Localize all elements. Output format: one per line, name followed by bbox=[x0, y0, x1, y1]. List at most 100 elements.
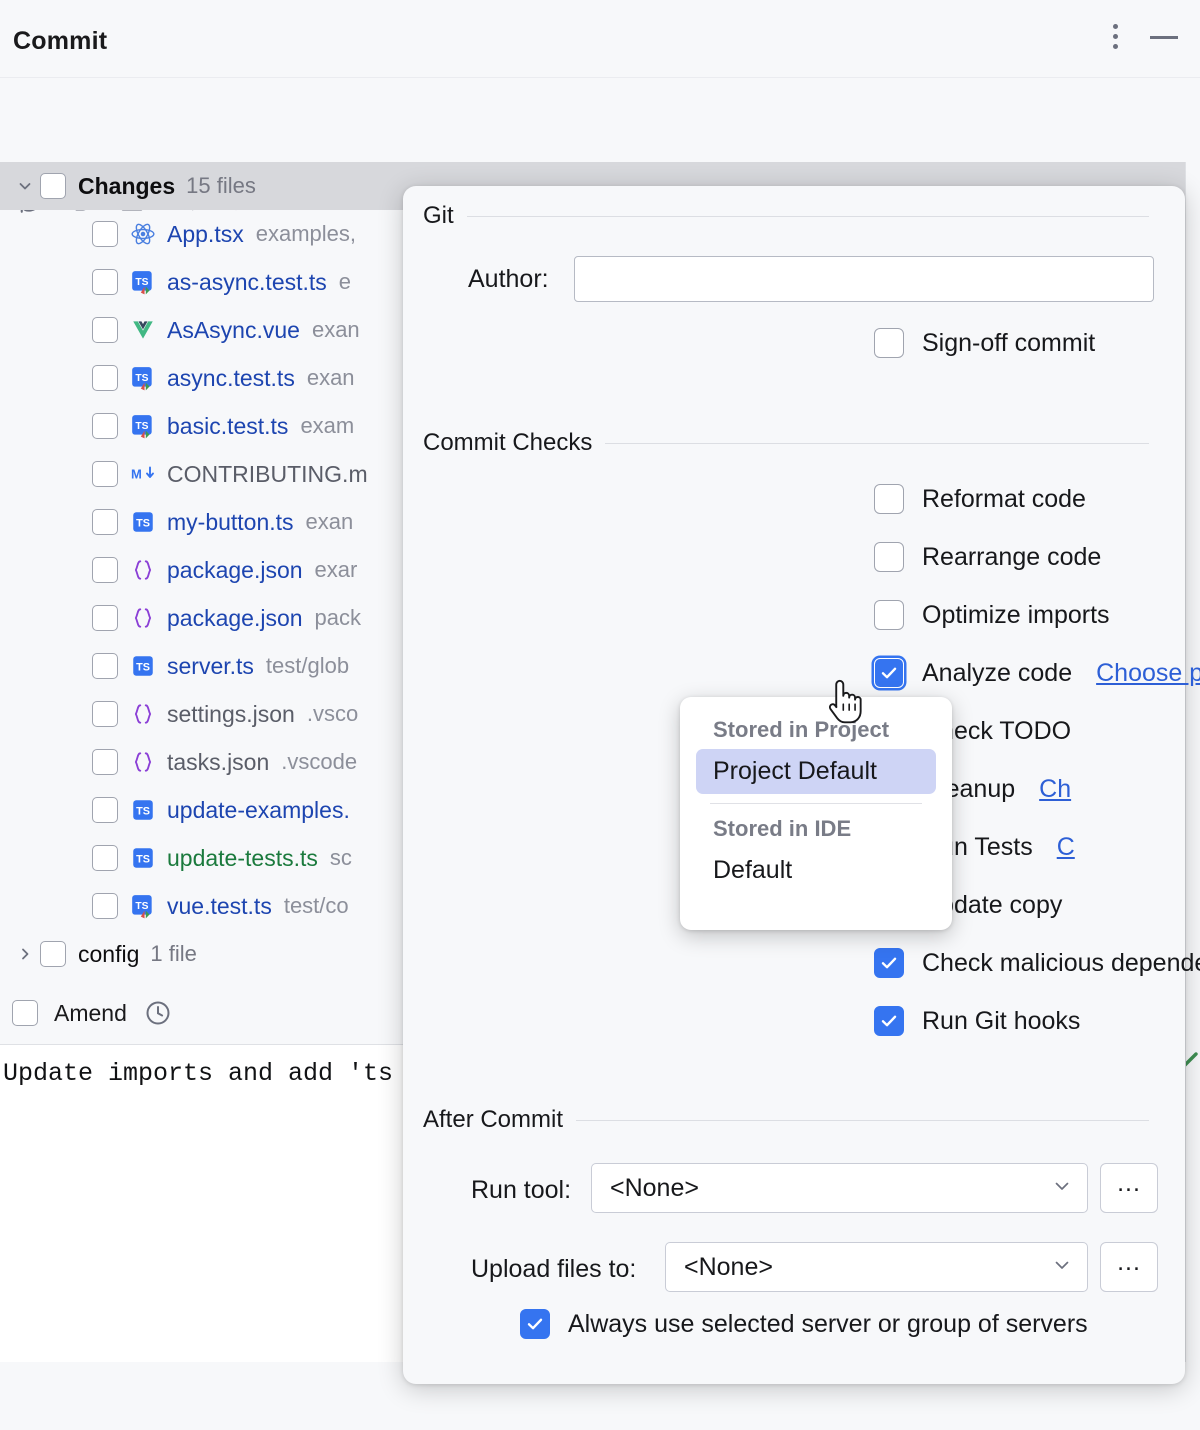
section-divider bbox=[466, 215, 1149, 217]
file-checkbox[interactable] bbox=[92, 461, 118, 487]
amend-checkbox[interactable] bbox=[12, 1000, 38, 1026]
upload-files-value: <None> bbox=[684, 1252, 773, 1281]
file-checkbox[interactable] bbox=[92, 221, 118, 247]
always-use-server-checkbox[interactable] bbox=[520, 1309, 550, 1339]
upload-files-browse-button[interactable]: ... bbox=[1100, 1242, 1158, 1292]
popup-separator bbox=[710, 803, 922, 804]
page-title: Commit bbox=[13, 27, 108, 55]
file-name: settings.json bbox=[167, 700, 295, 727]
list-item[interactable]: M CONTRIBUTING.m bbox=[0, 450, 1185, 498]
popup-item-project-default[interactable]: Project Default bbox=[696, 749, 936, 794]
section-divider bbox=[605, 442, 1149, 444]
file-checkbox[interactable] bbox=[92, 797, 118, 823]
run-tests-config-link[interactable]: C bbox=[1056, 832, 1075, 861]
check-malicious-dependencies-checkbox[interactable] bbox=[874, 948, 904, 978]
svg-text:TS: TS bbox=[136, 805, 150, 817]
run-git-hooks-row[interactable]: Run Git hooks bbox=[874, 1006, 1080, 1036]
reformat-code-row[interactable]: Reformat code bbox=[874, 484, 1086, 514]
panel-divider bbox=[1185, 162, 1186, 1362]
commit-message-input[interactable]: Update imports and add 'ts bbox=[3, 1059, 394, 1088]
list-item[interactable]: TS update-examples. bbox=[0, 786, 1185, 834]
list-item[interactable]: package.json pack bbox=[0, 594, 1185, 642]
json-icon bbox=[130, 557, 156, 583]
run-tool-select[interactable]: <None> bbox=[591, 1163, 1088, 1213]
file-checkbox[interactable] bbox=[92, 365, 118, 391]
svg-text:TS: TS bbox=[136, 661, 150, 673]
file-checkbox[interactable] bbox=[92, 557, 118, 583]
changes-group-label: Changes bbox=[78, 172, 176, 199]
file-checkbox[interactable] bbox=[92, 317, 118, 343]
popup-item-default[interactable]: Default bbox=[713, 856, 793, 884]
optimize-imports-checkbox[interactable] bbox=[874, 600, 904, 630]
run-tool-value: <None> bbox=[610, 1173, 699, 1202]
file-checkbox[interactable] bbox=[92, 653, 118, 679]
typescript-icon: TS bbox=[130, 509, 156, 535]
typescript-icon: TS bbox=[130, 845, 156, 871]
file-name: as-async.test.ts bbox=[167, 268, 327, 295]
rearrange-code-checkbox[interactable] bbox=[874, 542, 904, 572]
after-commit-section-title: After Commit bbox=[423, 1106, 564, 1133]
file-path: exan bbox=[311, 317, 360, 342]
amend-row: Amend bbox=[0, 988, 1185, 1038]
popup-group-header-project: Stored in Project bbox=[713, 717, 890, 742]
minimize-icon[interactable] bbox=[1150, 24, 1186, 54]
file-checkbox[interactable] bbox=[92, 893, 118, 919]
file-checkbox[interactable] bbox=[92, 749, 118, 775]
chevron-down-icon[interactable] bbox=[10, 162, 40, 210]
author-field-row: Author: bbox=[468, 256, 1154, 302]
markdown-icon: M bbox=[130, 461, 156, 487]
optimize-imports-label: Optimize imports bbox=[922, 600, 1110, 629]
run-git-hooks-checkbox[interactable] bbox=[874, 1006, 904, 1036]
sign-off-commit-checkbox[interactable] bbox=[874, 328, 904, 358]
list-item[interactable]: tasks.json .vscode bbox=[0, 738, 1185, 786]
reformat-code-checkbox[interactable] bbox=[874, 484, 904, 514]
analyze-code-checkbox[interactable] bbox=[874, 658, 904, 688]
kebab-menu-icon[interactable] bbox=[1103, 24, 1127, 54]
optimize-imports-row[interactable]: Optimize imports bbox=[874, 600, 1110, 630]
list-item[interactable]: TS server.ts test/glob bbox=[0, 642, 1185, 690]
choose-profile-link[interactable]: Choose profile bbox=[1096, 658, 1200, 687]
run-tool-browse-button[interactable]: ... bbox=[1100, 1163, 1158, 1213]
list-item[interactable]: package.json exar bbox=[0, 546, 1185, 594]
file-checkbox[interactable] bbox=[92, 269, 118, 295]
upload-files-select[interactable]: <None> bbox=[665, 1242, 1088, 1292]
list-item[interactable]: TS basic.test.ts exam bbox=[0, 402, 1185, 450]
config-group-checkbox[interactable] bbox=[40, 941, 66, 967]
config-group-label: config bbox=[78, 940, 140, 967]
run-git-hooks-label: Run Git hooks bbox=[922, 1006, 1081, 1035]
changes-group-checkbox[interactable] bbox=[40, 173, 66, 199]
author-input[interactable] bbox=[574, 256, 1154, 302]
changes-group-count: 15 files bbox=[186, 173, 256, 198]
file-path: exan bbox=[305, 509, 354, 534]
check-malicious-dependencies-row[interactable]: Check malicious dependencies bbox=[874, 948, 1200, 978]
chevron-right-icon[interactable] bbox=[10, 930, 40, 978]
file-checkbox[interactable] bbox=[92, 509, 118, 535]
list-item[interactable]: TS my-button.ts exan bbox=[0, 498, 1185, 546]
clock-icon[interactable] bbox=[143, 998, 173, 1028]
list-item[interactable]: TS update-tests.ts sc bbox=[0, 834, 1185, 882]
svg-text:TS: TS bbox=[135, 277, 148, 288]
file-name: tasks.json bbox=[167, 748, 270, 775]
cleanup-profile-link[interactable]: Ch bbox=[1039, 774, 1072, 803]
file-checkbox[interactable] bbox=[92, 701, 118, 727]
list-item[interactable]: settings.json .vsco bbox=[0, 690, 1185, 738]
file-path: .vscode bbox=[281, 749, 358, 774]
file-checkbox[interactable] bbox=[92, 845, 118, 871]
list-item[interactable]: TS vue.test.ts test/co bbox=[0, 882, 1185, 930]
list-item[interactable]: AsAsync.vue exan bbox=[0, 306, 1185, 354]
svg-text:TS: TS bbox=[136, 853, 150, 865]
list-item[interactable]: TS as-async.test.ts e bbox=[0, 258, 1185, 306]
file-checkbox[interactable] bbox=[92, 605, 118, 631]
file-path: examples, bbox=[255, 221, 356, 246]
file-path: exar bbox=[314, 557, 358, 582]
mouse-cursor-pointing-hand bbox=[822, 677, 864, 732]
list-item[interactable]: TS async.test.ts exan bbox=[0, 354, 1185, 402]
file-checkbox[interactable] bbox=[92, 413, 118, 439]
always-use-server-row[interactable]: Always use selected server or group of s… bbox=[520, 1309, 1088, 1339]
rearrange-code-row[interactable]: Rearrange code bbox=[874, 542, 1101, 572]
tree-group-config[interactable]: config 1 file bbox=[0, 930, 1185, 978]
analyze-code-row[interactable]: Analyze code Choose profile bbox=[874, 658, 1200, 688]
list-item[interactable]: App.tsx examples, bbox=[0, 210, 1185, 258]
file-path: e bbox=[338, 269, 352, 294]
sign-off-commit-row[interactable]: Sign-off commit bbox=[874, 328, 1095, 358]
